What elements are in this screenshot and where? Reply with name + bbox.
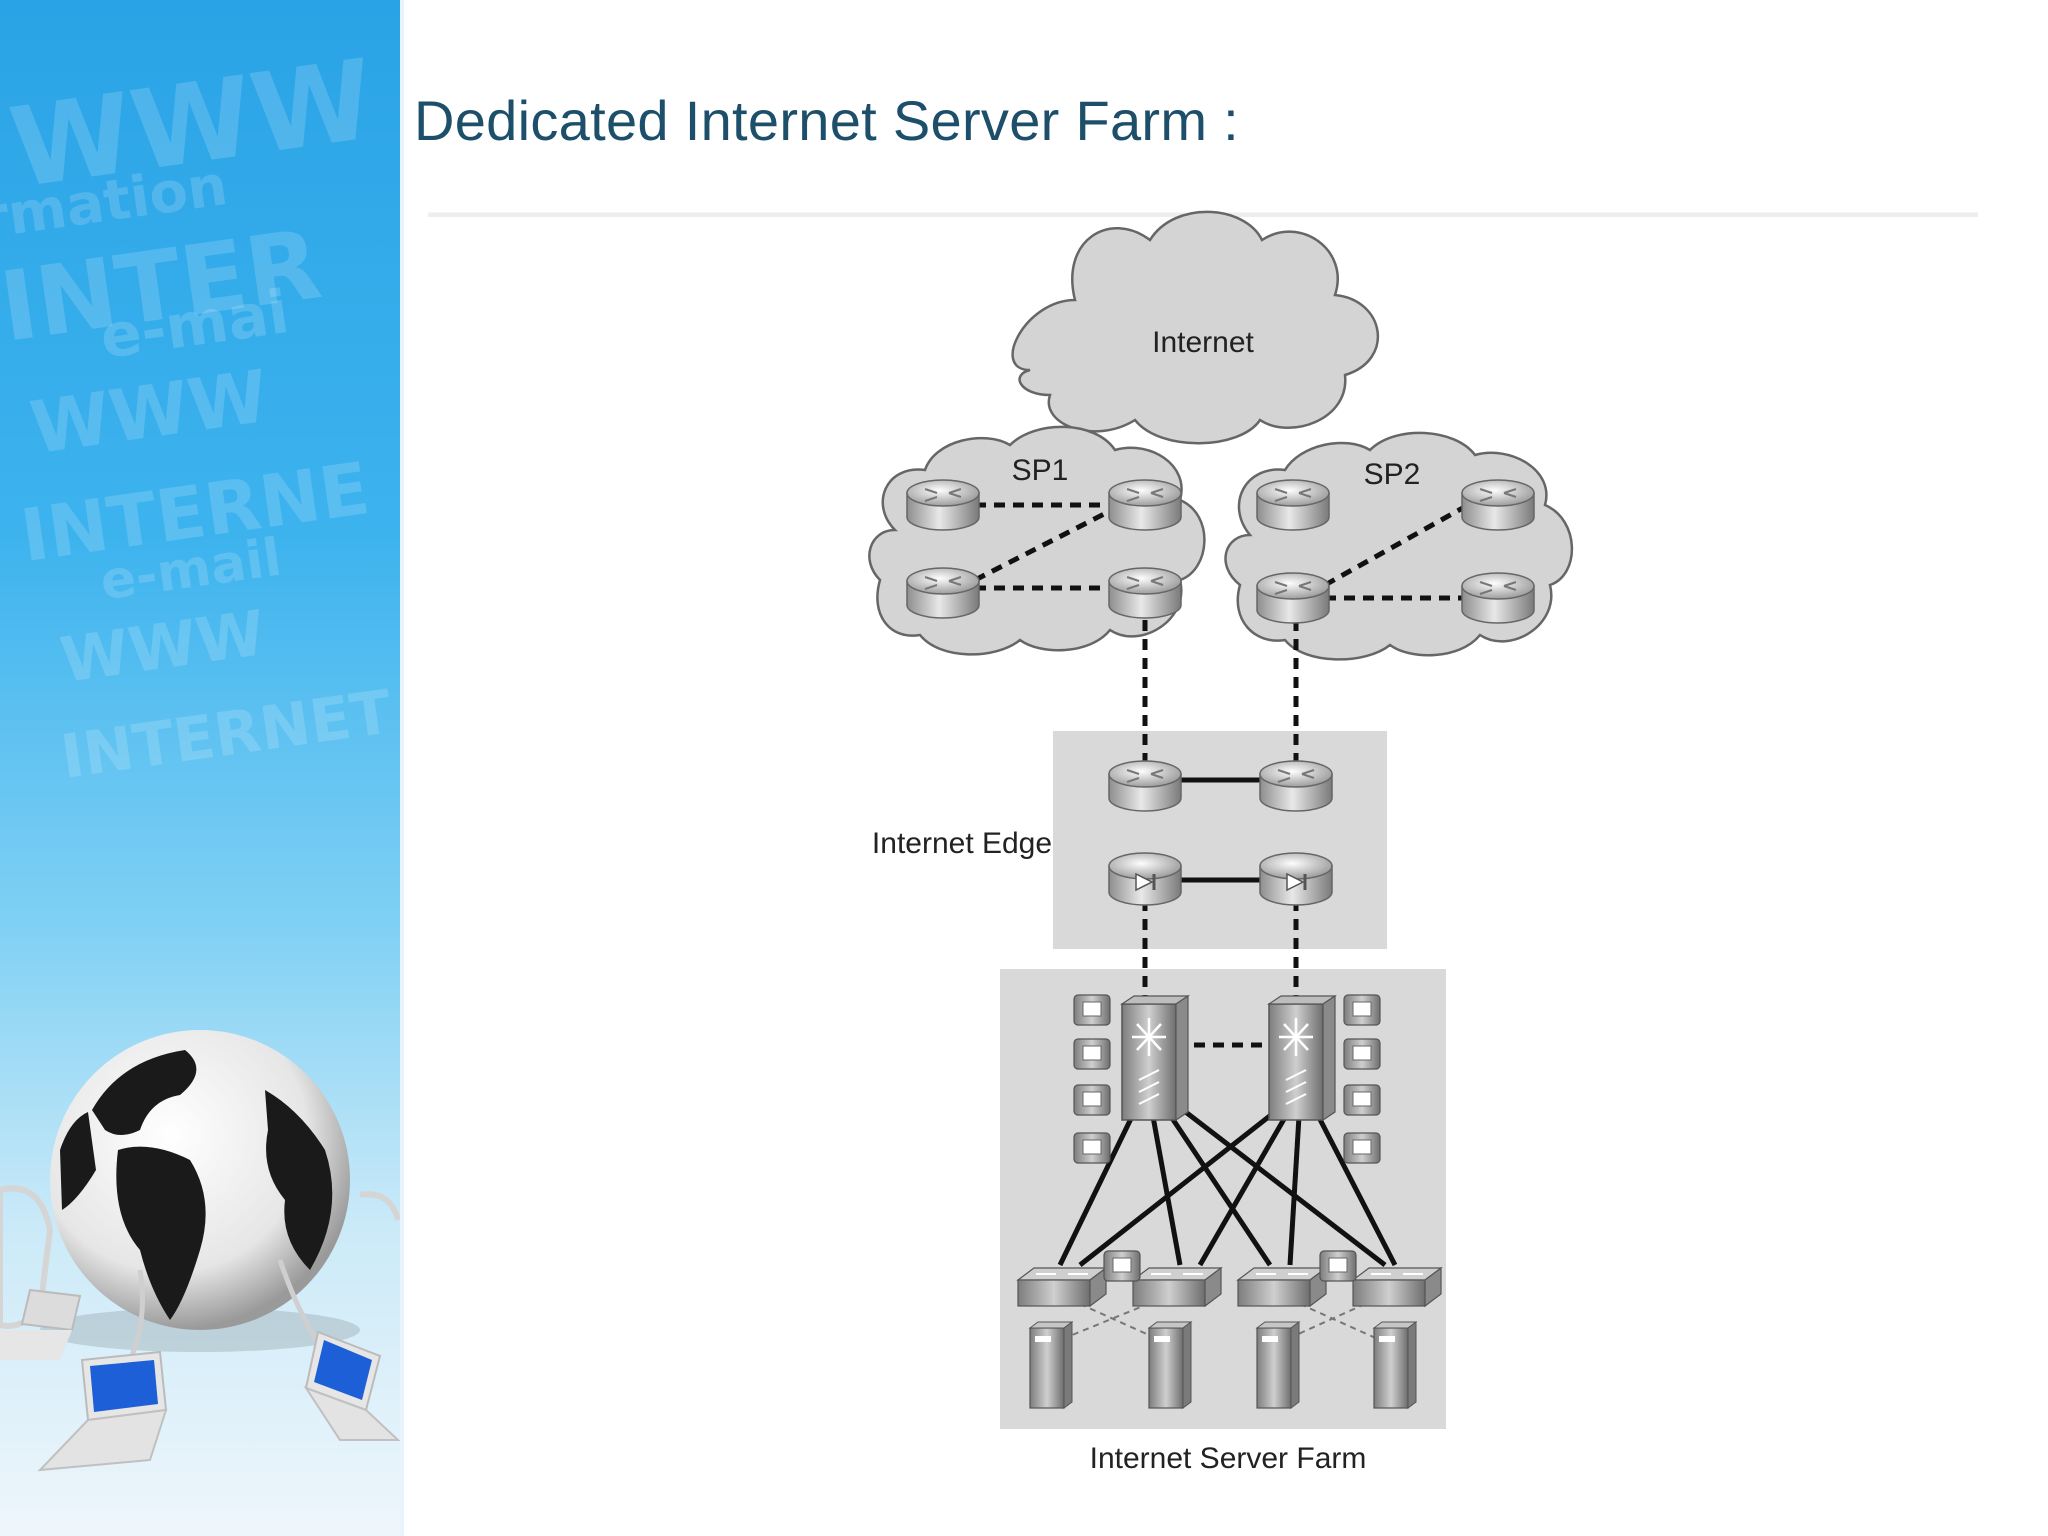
access-switch-icon [1352,1267,1442,1307]
router-icon [1108,567,1182,619]
service-module-icon [1343,994,1381,1026]
service-module-icon [1073,994,1111,1026]
dashed-links [973,502,1470,1048]
sidebar-divider [400,0,404,1536]
server-icon [1373,1321,1417,1409]
service-module-icon [1343,1084,1381,1116]
decorative-sidebar: WWW rmation INTER e-mai WWW INTERNE e-ma… [0,0,400,1536]
server-icon [1256,1321,1300,1409]
service-module-icon [1073,1038,1111,1070]
internet-label: Internet [1152,326,1254,359]
firewall-icon [1258,851,1334,907]
internet-edge-label: Internet Edge [872,827,1052,860]
server-cross-links [1059,1294,1386,1341]
access-switch-icon [1237,1267,1327,1307]
service-module-icon [1343,1132,1381,1164]
service-module-icon [1073,1132,1111,1164]
router-icon [1461,572,1535,624]
globe-illustration [0,1030,400,1472]
laptop-icon [303,1330,400,1441]
router-icon [1108,479,1182,531]
access-switch-icon [1132,1267,1222,1307]
laptop-icon [37,1350,168,1472]
firewall-icon [1107,851,1183,907]
router-icon [1256,572,1330,624]
server-farm-label: Internet Server Farm [1090,1442,1367,1475]
server-icon [1148,1321,1192,1409]
laptop-icon [0,1288,82,1360]
service-module-icon [1073,1084,1111,1116]
internet-cloud: Internet [1011,210,1380,445]
router-icon [906,567,980,619]
router-icon [906,479,980,531]
sp1-cloud: SP1 [868,425,1206,656]
edge-router-icon [1259,760,1333,812]
multilayer-switch-icon [1120,994,1190,1122]
lock-icon [1319,1250,1357,1282]
sp1-label: SP1 [1012,454,1069,487]
router-icon [1256,479,1330,531]
multilayer-switch-icon [1267,994,1337,1122]
service-module-icon [1343,1038,1381,1070]
router-icon [1461,479,1535,531]
slide-title: Dedicated Internet Server Farm : [414,89,1240,152]
server-icon [1029,1321,1073,1409]
lock-icon [1103,1250,1141,1282]
internet-edge-box [1053,731,1387,949]
access-switch-icon [1017,1267,1107,1307]
sp2-label: SP2 [1364,458,1421,491]
solid-links [1057,777,1398,1267]
edge-router-icon [1108,760,1182,812]
